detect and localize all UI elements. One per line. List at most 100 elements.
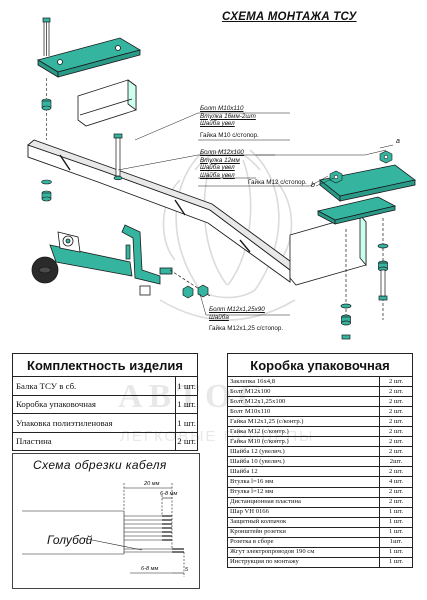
box-item-name: Заклепка 16х4,8 <box>227 375 380 388</box>
label-a: a <box>396 138 400 145</box>
leader-lines <box>117 112 394 316</box>
box-item-qty: 2 шт. <box>379 446 413 458</box>
box-item-name: Гайка М12х1,25 (с/контр.) <box>227 416 380 428</box>
callout-top-nut: Гайка М10 с/стопор. <box>200 131 259 139</box>
callout-top-washer: Шайба увел <box>200 120 235 128</box>
callout-lower-washer: Шайба <box>209 313 229 321</box>
callout-lower: Болт М12х1,25х90 Шайба Гайка М12х1,25 с/… <box>209 306 283 333</box>
box-item-name: Болт М12х1,25х100 <box>227 396 380 408</box>
box-item-qty: 2 шт. <box>379 426 413 438</box>
bolts-right <box>340 218 389 340</box>
bolt-top-left <box>42 17 51 56</box>
box-row: Гайка М12 (с/контр.)2 шт. <box>227 426 413 438</box>
kit-item-qty: 2 шт. <box>175 431 198 451</box>
mounting-diagram <box>27 17 416 340</box>
nut-a <box>379 150 393 164</box>
box-item-name: Защитный колпачок <box>227 516 380 528</box>
callout-middle: Болт М12х100 Втулка 12мм Шайба увел Шайб… <box>200 149 244 179</box>
box-row: Шайба 12 (увелич.)2 шт. <box>227 446 413 458</box>
box-row: Шайба 10 (увелич.)2шт. <box>227 456 413 468</box>
kit-item-name: Коробка упаковочная <box>11 394 177 414</box>
page-title: СХЕМА МОНТАЖА ТСУ <box>222 11 357 23</box>
plate-right-bottom <box>316 196 397 225</box>
callout-middle-washer2: Шайба увел <box>200 171 235 179</box>
kit-table: Комплектность изделия Балка ТСУ в сб.1 ш… <box>11 353 198 451</box>
kit-item-qty: 1 шт. <box>175 413 198 433</box>
box-item-qty: 2 шт. <box>379 486 413 498</box>
bolt-lower <box>125 244 211 299</box>
kit-row: Балка ТСУ в сб.1 шт. <box>11 376 198 396</box>
box-item-name: Втулка l=12 мм <box>227 486 380 498</box>
cable-color-label: Голубой <box>47 533 93 547</box>
callout-top-bolt: Болт М10х110 <box>200 105 244 112</box>
bolt-middle <box>113 133 123 181</box>
box-item-qty: 1 шт. <box>379 546 413 558</box>
box-item-name: Шайба 10 (увелич.) <box>227 456 380 468</box>
box-item-qty: 1 шт. <box>379 526 413 538</box>
box-item-name: Шайба 12 (увелич.) <box>227 446 380 458</box>
kit-item-qty: 1 шт. <box>175 376 198 396</box>
dim-6-8mm-top: 6-8 мм <box>160 491 178 497</box>
box-item-name: Шар VH 0166 <box>227 506 380 518</box>
right-bracket <box>289 213 367 286</box>
callout-middle-bolt: Болт М12х100 <box>200 149 244 156</box>
tow-ball-assembly <box>31 224 173 296</box>
callout-lower-bolt: Болт М12х1,25х90 <box>209 306 265 313</box>
cable-scheme-frame <box>12 453 200 589</box>
box-item-qty: 2 шт. <box>379 436 413 448</box>
left-bracket <box>77 79 137 127</box>
box-item-qty: 2 шт. <box>379 406 413 418</box>
box-item-qty: 2 шт. <box>379 496 413 508</box>
box-row: Гайка М10 (с/контр.)2 шт. <box>227 436 413 448</box>
callout-top-bushing: Втулка 16мм-2шт <box>200 112 256 120</box>
kit-item-name: Пластина <box>11 431 177 451</box>
box-item-name: Болт М10х110 <box>227 406 380 418</box>
spacers-left <box>41 98 52 202</box>
box-item-qty: 1 шт. <box>379 556 413 568</box>
label-b: b <box>311 182 315 189</box>
box-item-qty: 2 шт. <box>379 396 413 408</box>
plate-top-left <box>36 37 142 78</box>
kit-item-name: Балка ТСУ в сб. <box>11 376 177 396</box>
box-item-qty: 2 шт. <box>379 375 413 388</box>
box-item-name: Гайка М12 (с/контр.) <box>227 426 380 438</box>
cable-scheme-title: Схема обрезки кабеля <box>33 458 167 472</box>
callout-middle-nut: Гайка М12 с/стопор. <box>248 179 307 186</box>
box-item-qty: 2шт. <box>379 456 413 468</box>
dim-6-8mm-bottom: 6-8 мм <box>141 566 159 572</box>
box-item-qty: 2 шт. <box>379 416 413 428</box>
cable-scheme-drawing <box>22 483 185 577</box>
box-item-name: Розетка в сборе <box>227 536 380 548</box>
box-item-name: Кронштейн розетки <box>227 526 380 538</box>
box-item-qty: 1 шт. <box>379 516 413 528</box>
box-table-title: Коробка упаковочная <box>227 353 413 377</box>
box-item-name: Шайба 12 <box>227 466 380 478</box>
kit-item-qty: 1 шт. <box>175 394 198 414</box>
box-item-name: Болт М12х100 <box>227 386 380 398</box>
box-item-name: Жгут электропроводов 190 см <box>227 546 380 558</box>
box-item-qty: 1шт. <box>379 536 413 548</box>
box-item-name: Втулка l=16 мм <box>227 476 380 488</box>
callout-middle-washer1: Шайба увел <box>200 164 235 172</box>
callout-top: Болт М10х110 Втулка 16мм-2шт Шайба увел … <box>200 105 259 139</box>
box-item-qty: 2 шт. <box>379 386 413 398</box>
callout-lower-nut: Гайка М12х1,25 с/стопор. <box>209 325 284 333</box>
kit-table-title: Комплектность изделия <box>12 353 198 377</box>
box-item-qty: 4 шт. <box>379 476 413 488</box>
